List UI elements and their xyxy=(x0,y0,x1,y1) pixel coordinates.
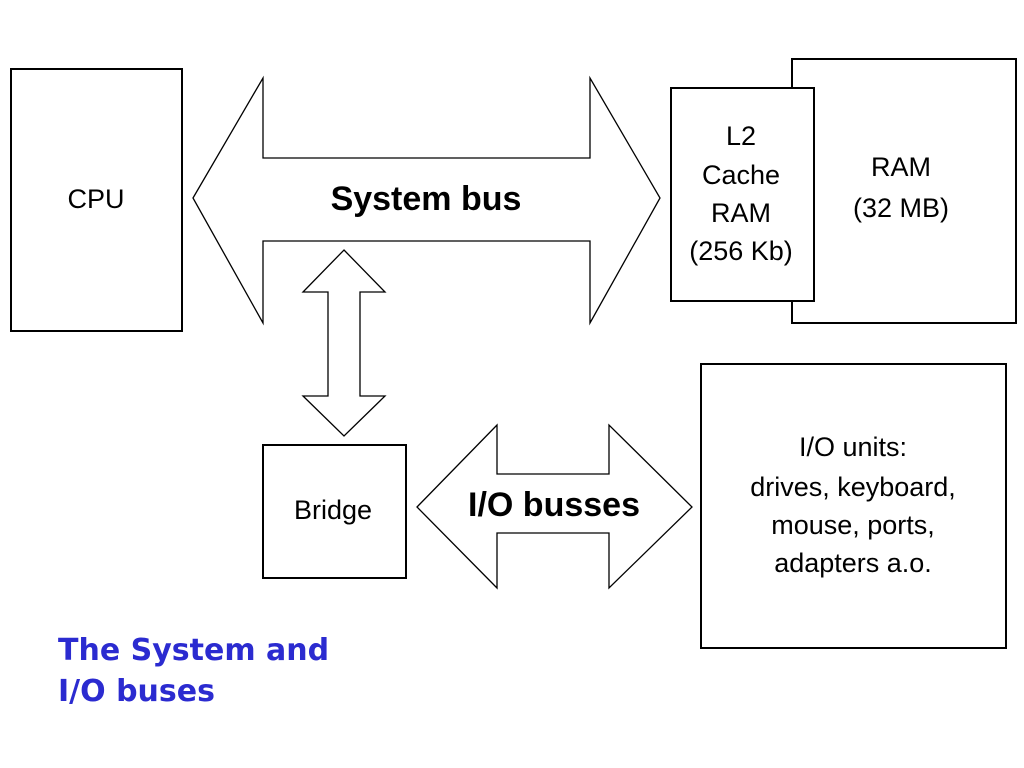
io-units-line-1: I/O units: xyxy=(799,432,907,462)
l2-label-line-1: L2 xyxy=(726,121,756,151)
system-bus-arrow: System bus xyxy=(192,75,661,326)
l2-label-line-3: RAM xyxy=(711,198,771,228)
io-units-node: I/O units: drives, keyboard, mouse, port… xyxy=(700,363,1007,649)
ram-label-line-1: RAM xyxy=(871,152,931,182)
bridge-node: Bridge xyxy=(262,444,407,579)
l2-label-line-2: Cache xyxy=(702,160,780,190)
system-bus-label: System bus xyxy=(331,180,522,218)
ram-node: RAM (32 MB) xyxy=(791,58,1017,324)
l2-cache-node: L2 Cache RAM (256 Kb) xyxy=(670,87,815,302)
l2-label-line-4: (256 Kb) xyxy=(689,236,793,266)
io-units-line-3: mouse, ports, xyxy=(771,510,935,540)
caption-line-1: The System and xyxy=(58,633,330,668)
cpu-node: CPU xyxy=(10,68,183,332)
slide-caption: The System and I/O buses xyxy=(58,630,329,712)
bridge-label: Bridge xyxy=(294,495,372,525)
caption-line-2: I/O buses xyxy=(58,674,215,709)
io-units-line-2: drives, keyboard, xyxy=(750,472,956,502)
io-busses-arrow: I/O busses xyxy=(416,423,693,590)
cpu-label: CPU xyxy=(67,184,124,214)
bridge-link-arrow xyxy=(301,249,387,437)
ram-label-line-2: (32 MB) xyxy=(853,193,949,223)
io-units-line-4: adapters a.o. xyxy=(774,548,932,578)
io-busses-label: I/O busses xyxy=(468,486,640,524)
